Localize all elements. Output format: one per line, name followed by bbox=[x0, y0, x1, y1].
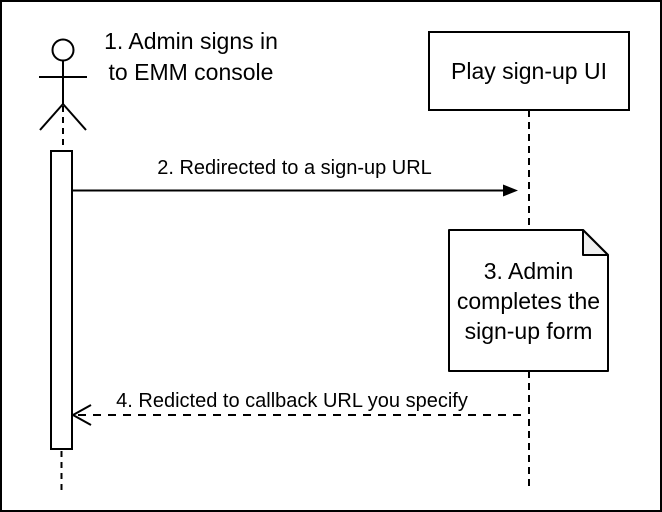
step1-label-line2: to EMM console bbox=[108, 59, 274, 85]
step1-label: 1. Admin signs in to EMM console bbox=[85, 26, 297, 88]
note-shape bbox=[448, 229, 609, 372]
message-2-arrowhead-icon bbox=[503, 184, 518, 197]
step1-label-line1: 1. Admin signs in bbox=[104, 28, 278, 54]
step3-note-line3: sign-up form bbox=[464, 317, 593, 344]
play-signup-ui-box bbox=[428, 31, 630, 111]
step3-note-line1: 3. Admin bbox=[483, 257, 574, 284]
note-fold-corner-icon bbox=[582, 229, 609, 256]
actor-activation-bar bbox=[50, 150, 73, 450]
actor-left-leg bbox=[39, 103, 64, 131]
step2-message-label: 2. Redirected to a sign-up URL bbox=[157, 157, 432, 179]
actor-figure bbox=[39, 38, 87, 131]
step3-note-label: 3. Admin completes the sign-up form bbox=[449, 230, 608, 371]
actor-right-leg bbox=[62, 103, 87, 131]
play-signup-ui-label: Play sign-up UI bbox=[451, 57, 607, 84]
note-body bbox=[448, 229, 609, 372]
step3-note-line2: completes the bbox=[456, 287, 601, 314]
step4-message-label: 4. Redicted to callback URL you specify bbox=[116, 390, 468, 412]
actor-head bbox=[51, 38, 75, 62]
message-4-arrow bbox=[70, 404, 521, 426]
message-4-open-arrowhead-icon bbox=[70, 404, 92, 426]
message-2-arrow bbox=[72, 184, 518, 197]
